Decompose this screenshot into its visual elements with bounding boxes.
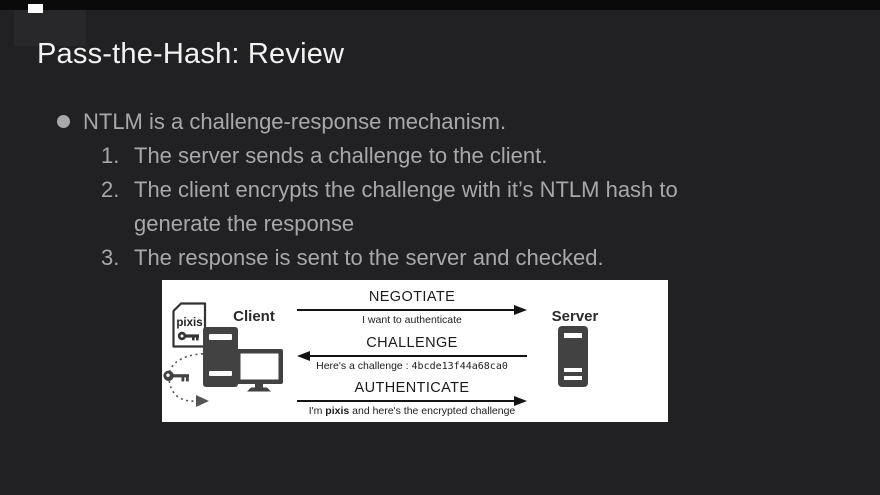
bullet-item: NTLM is a challenge-response mechanism. — [57, 106, 506, 138]
authenticate-subtitle-prefix: I'm — [308, 405, 326, 417]
list-item-text: The server sends a challenge to the clie… — [134, 143, 548, 168]
arrow-right-icon — [297, 396, 527, 406]
server-icon — [558, 326, 588, 387]
negotiate-message: NEGOTIATE I want to authenticate — [297, 289, 527, 326]
dotted-arrow-icon — [168, 352, 215, 407]
bullet-dot-icon — [57, 115, 70, 128]
client-label: Client — [233, 308, 275, 325]
corner-mark — [28, 4, 43, 13]
document-key-icon: pixis — [172, 302, 207, 348]
list-item-text: The client encrypts the challenge with i… — [134, 177, 678, 236]
challenge-title: CHALLENGE — [366, 335, 458, 351]
page-title: Pass-the-Hash: Review — [37, 38, 345, 70]
negotiate-title: NEGOTIATE — [368, 289, 456, 305]
list-item: 2. The client encrypts the challenge wit… — [101, 173, 766, 241]
challenge-message: CHALLENGE Here's a challenge : 4bcde13f4… — [297, 335, 527, 373]
negotiate-subtitle: I want to authenticate — [362, 314, 462, 326]
list-item-number: 3. — [101, 245, 120, 270]
top-bar — [0, 0, 880, 10]
authenticate-subtitle-suffix: and here's the encrypted challenge — [349, 405, 516, 417]
authenticate-message: AUTHENTICATE I'm pixis and here's the en… — [297, 380, 527, 417]
arrow-right-icon — [297, 305, 527, 315]
list-item: 3. The response is sent to the server an… — [101, 241, 766, 275]
corner-panel — [14, 10, 86, 46]
svg-text:pixis: pixis — [176, 317, 202, 329]
list-item: 1. The server sends a challenge to the c… — [101, 139, 766, 173]
server-label: Server — [551, 308, 599, 325]
authenticate-title: AUTHENTICATE — [354, 380, 470, 396]
challenge-subtitle: Here's a challenge : 4bcde13f44a68ca0 — [297, 360, 527, 373]
key-icon — [163, 370, 189, 382]
arrow-left-icon — [297, 351, 527, 361]
list-item-number: 1. — [101, 143, 120, 168]
desktop-computer-icon — [203, 327, 283, 392]
challenge-hash-value: 4bcde13f44a68ca0 — [411, 361, 508, 372]
ntlm-flow-diagram: pixis Client Server NEGOTIATE I — [162, 280, 668, 422]
authenticate-subtitle: I'm pixis and here's the encrypted chall… — [297, 405, 527, 417]
numbered-list: 1. The server sends a challenge to the c… — [101, 139, 766, 275]
list-item-number: 2. — [101, 177, 120, 202]
list-item-text: The response is sent to the server and c… — [134, 245, 604, 270]
bullet-text: NTLM is a challenge-response mechanism. — [83, 109, 507, 134]
authenticate-username: pixis — [325, 405, 350, 417]
challenge-subtitle-text: Here's a challenge : — [316, 360, 412, 372]
